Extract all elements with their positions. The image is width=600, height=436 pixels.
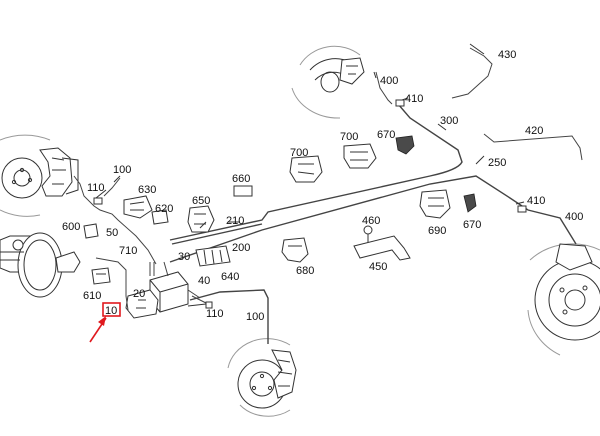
callout-670: 670: [377, 129, 395, 141]
clip-600: [83, 223, 99, 239]
callout-410: 410: [405, 93, 423, 105]
callout-400: 400: [565, 211, 583, 223]
bracket-650: [187, 205, 215, 233]
callout-700: 700: [340, 131, 358, 143]
callout-410: 410: [527, 195, 545, 207]
clip-690: [419, 189, 451, 219]
callout-300: 300: [440, 115, 458, 127]
fitting-110b: [205, 301, 213, 309]
bracket-450: [353, 235, 411, 261]
callout-650: 650: [192, 195, 210, 207]
callout-600: 600: [62, 221, 80, 233]
fitting-410b: [517, 205, 527, 213]
callout-420: 420: [525, 125, 543, 137]
callout-30: 30: [178, 251, 190, 263]
callout-450: 450: [369, 261, 387, 273]
callout-40: 40: [198, 275, 210, 287]
connector-670a: [395, 135, 415, 155]
clip-610: [91, 267, 111, 285]
front-right-brake-disc: [227, 338, 297, 417]
leader-lines: [95, 43, 525, 307]
callout-100: 100: [246, 311, 264, 323]
front-left-brake-disc: [0, 134, 79, 217]
callout-620: 620: [155, 203, 173, 215]
clip-680: [281, 237, 309, 263]
brake-lines: [73, 47, 583, 344]
abs-hydraulic-unit: [125, 271, 189, 319]
callout-460: 460: [362, 215, 380, 227]
clip-640: [195, 245, 231, 267]
bracket-630: [123, 195, 153, 219]
callout-labels: 430 400 410 300 700 700 670 420 250 410 …: [62, 49, 583, 323]
callout-110: 110: [206, 308, 224, 320]
highlight-arrow-head: [98, 316, 106, 326]
callout-50: 50: [106, 227, 118, 239]
callout-710: 710: [119, 245, 137, 257]
callout-640: 640: [221, 271, 239, 283]
connector-670b: [463, 193, 477, 213]
callout-660: 660: [232, 173, 250, 185]
bracket-620: [151, 209, 169, 225]
callout-10: 10: [105, 305, 117, 317]
callout-250: 250: [488, 157, 506, 169]
callout-200: 200: [232, 242, 250, 254]
callout-100: 100: [113, 164, 131, 176]
rear-left-brake-disc: [527, 243, 600, 356]
callout-630: 630: [138, 184, 156, 196]
clip-700a: [289, 155, 323, 183]
callout-210: 210: [226, 215, 244, 227]
highlight-box: [102, 302, 121, 317]
callout-690: 690: [428, 225, 446, 237]
callout-610: 610: [83, 290, 101, 302]
clip-660: [233, 185, 253, 197]
callout-680: 680: [296, 265, 314, 277]
fitting-410a: [395, 99, 405, 107]
rear-right-brake-disc: [291, 45, 365, 119]
callout-20: 20: [133, 288, 145, 300]
brake-booster-master-cylinder: [0, 232, 81, 298]
fitting-110a: [93, 197, 103, 205]
callout-670: 670: [463, 219, 481, 231]
callout-700: 700: [290, 147, 308, 159]
clip-700b: [343, 143, 377, 169]
callout-110: 110: [87, 182, 105, 194]
highlight-10: [89, 302, 121, 343]
callout-430: 430: [498, 49, 516, 61]
callout-400: 400: [380, 75, 398, 87]
